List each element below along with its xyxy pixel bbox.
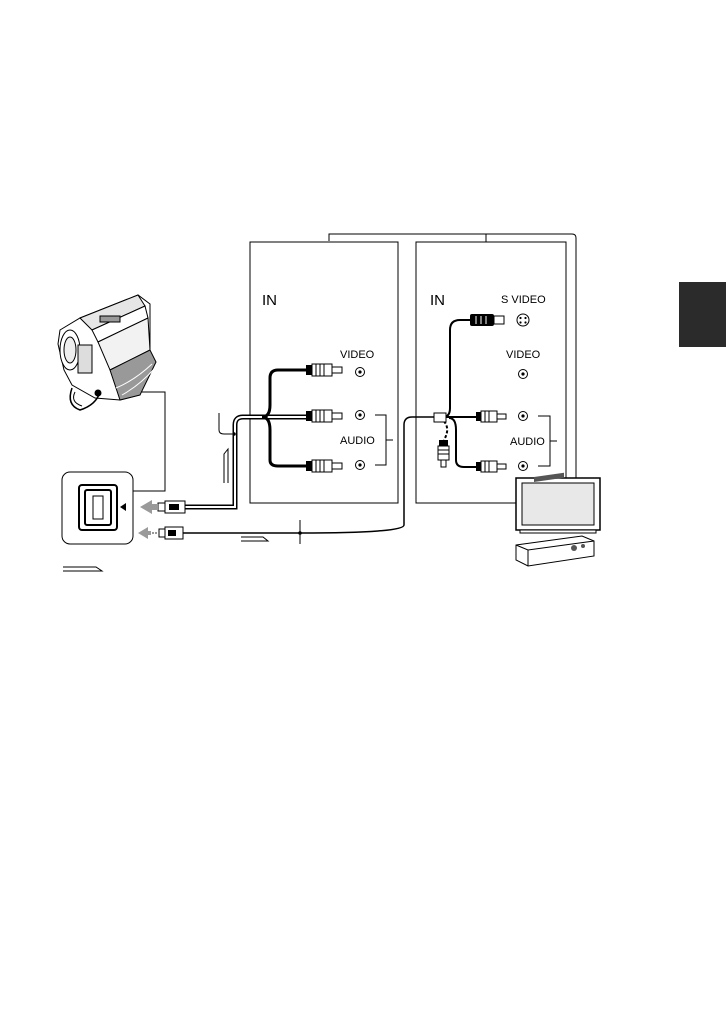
av-out-jack-icon bbox=[62, 472, 133, 544]
rca-plug-audio-l-right bbox=[476, 411, 506, 422]
rca-plug-audio-r-right bbox=[476, 461, 506, 472]
camcorder-icon bbox=[58, 295, 156, 410]
av-cable-left bbox=[185, 370, 306, 507]
right-video-label: VIDEO bbox=[506, 349, 541, 361]
rca-plug-audio-r-left bbox=[306, 460, 342, 472]
signal-flow-arrow-icon bbox=[224, 449, 228, 483]
left-video-port bbox=[356, 368, 365, 377]
plug-insert-arrow-icon bbox=[140, 500, 158, 514]
signal-flow-arrow-icon bbox=[63, 567, 102, 571]
right-s-video-port bbox=[517, 314, 529, 326]
left-audio-bracket bbox=[375, 415, 393, 465]
right-s-video-label: S VIDEO bbox=[501, 294, 546, 306]
right-in-label: IN bbox=[430, 292, 445, 309]
rca-plug-video-unused bbox=[438, 440, 449, 467]
right-video-port bbox=[519, 370, 528, 379]
av-multi-plug bbox=[158, 501, 185, 513]
s-video-cable bbox=[165, 320, 476, 533]
cable-label-leader bbox=[219, 413, 232, 434]
left-video-label: VIDEO bbox=[340, 349, 375, 361]
tv-icon bbox=[516, 478, 600, 533]
right-audio-l-port bbox=[519, 412, 528, 421]
right-audio-r-port bbox=[519, 462, 528, 471]
rca-plug-video-left bbox=[306, 364, 342, 376]
rca-plug-audio-l-left bbox=[306, 410, 342, 422]
right-audio-label: AUDIO bbox=[510, 436, 545, 448]
s-video-insert-arrow-icon bbox=[138, 527, 157, 539]
s-video-splitter bbox=[434, 413, 446, 422]
s-video-plug bbox=[470, 314, 504, 326]
left-audio-r-port bbox=[356, 461, 365, 470]
left-audio-l-port bbox=[356, 411, 365, 420]
left-in-label: IN bbox=[262, 292, 277, 309]
s-video-plug-camcorder bbox=[159, 527, 183, 539]
signal-flow-arrow-icon bbox=[241, 537, 268, 541]
left-audio-label: AUDIO bbox=[340, 435, 375, 447]
